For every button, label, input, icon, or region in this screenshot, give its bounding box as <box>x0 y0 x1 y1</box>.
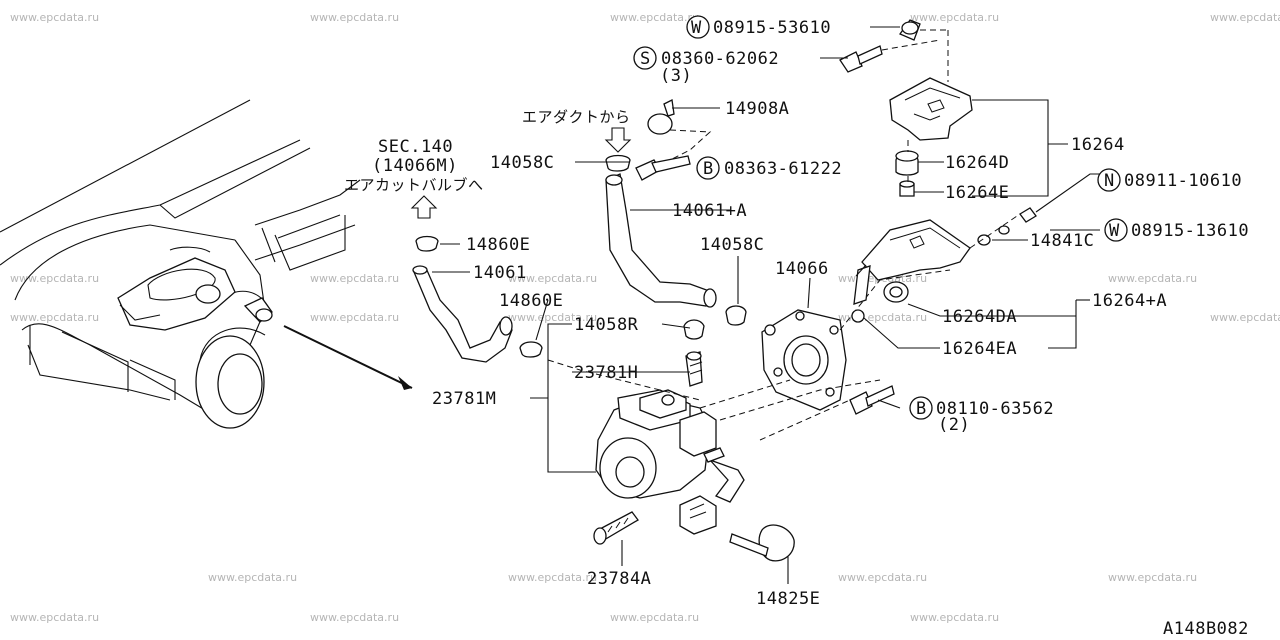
label-14061: 14061 <box>473 263 527 283</box>
symbol-b: B <box>703 159 714 179</box>
label-16264EA: 16264EA <box>942 339 1017 359</box>
label-to-air-cut-valve: エアカットバルブへ <box>344 176 484 194</box>
label-14860E-mid: 14860E <box>499 291 563 311</box>
symbol-n-circle <box>1097 168 1121 192</box>
label-14841C: 14841C <box>1030 231 1094 251</box>
watermark: www.epcdata.ru <box>1108 571 1197 584</box>
label-23784A: 23784A <box>587 569 651 589</box>
symbol-circles: W S B N W B <box>633 15 1128 420</box>
symbol-n: N <box>1104 171 1115 191</box>
part-labels: 08915-53610 08360-62062 (3) 14908A エアダクト… <box>344 18 1249 639</box>
watermark: www.epcdata.ru <box>910 611 999 624</box>
bracket-upper <box>820 19 973 197</box>
label-23781M: 23781M <box>432 389 496 409</box>
symbol-b: B <box>916 399 927 419</box>
label-08363-61222: 08363-61222 <box>724 159 842 179</box>
watermark: www.epcdata.ru <box>1210 11 1280 24</box>
watermark: www.epcdata.ru <box>208 571 297 584</box>
label-16264D: 16264D <box>945 153 1009 173</box>
watermark: www.epcdata.ru <box>610 11 699 24</box>
symbol-w: W <box>1109 221 1120 241</box>
label-14908A: 14908A <box>725 99 789 119</box>
watermark: www.epcdata.ru <box>10 311 99 324</box>
label-16264E: 16264E <box>945 183 1009 203</box>
watermark: www.epcdata.ru <box>1210 311 1280 324</box>
label-14860E-top: 14860E <box>466 235 530 255</box>
watermark: www.epcdata.ru <box>10 272 99 285</box>
label-14061A: 14061+A <box>672 201 747 221</box>
label-14058C-top: 14058C <box>490 153 554 173</box>
watermark: www.epcdata.ru <box>10 11 99 24</box>
watermark: www.epcdata.ru <box>838 311 927 324</box>
valve-assembly <box>547 269 951 562</box>
vehicle-outline <box>0 99 413 429</box>
hose-center <box>575 99 747 340</box>
watermark: www.epcdata.ru <box>838 571 927 584</box>
watermark: www.epcdata.ru <box>10 611 99 624</box>
label-08360-qty: (3) <box>660 66 692 86</box>
label-23781H: 23781H <box>574 363 638 383</box>
label-sec-140: SEC.140 <box>378 137 453 157</box>
label-16264A: 16264+A <box>1092 291 1167 311</box>
label-08911-10610: 08911-10610 <box>1124 171 1242 191</box>
leader-lines <box>530 99 1100 584</box>
label-14058C-mid: 14058C <box>700 235 764 255</box>
watermark: www.epcdata.ru <box>610 611 699 624</box>
symbol-b-circle <box>696 156 720 180</box>
symbol-b-circle <box>909 396 933 420</box>
diagram-code: A148B082 <box>1163 619 1249 639</box>
symbol-s-circle <box>633 46 657 70</box>
watermark: www.epcdata.ru <box>310 611 399 624</box>
watermark: www.epcdata.ru <box>310 311 399 324</box>
watermark: www.epcdata.ru <box>910 11 999 24</box>
label-14825E: 14825E <box>756 589 820 609</box>
symbol-w: W <box>691 18 702 38</box>
label-08360-62062: 08360-62062 <box>661 49 779 69</box>
label-08110-qty: (2) <box>938 415 970 435</box>
hoses-left <box>410 195 549 363</box>
watermark: www.epcdata.ru <box>508 571 597 584</box>
symbol-w-circle <box>1104 218 1128 242</box>
label-08915-53610: 08915-53610 <box>713 18 831 38</box>
label-from-air-duct: エアダクトから <box>522 108 631 126</box>
label-14058R: 14058R <box>574 315 639 335</box>
symbol-s: S <box>640 49 651 69</box>
watermark: www.epcdata.ru <box>508 272 597 285</box>
label-16264DA: 16264DA <box>942 307 1017 327</box>
label-14066: 14066 <box>775 259 829 279</box>
label-16264: 16264 <box>1071 135 1125 155</box>
watermark: www.epcdata.ru <box>508 311 597 324</box>
symbol-w-circle <box>686 15 710 39</box>
label-08110-63562: 08110-63562 <box>936 399 1054 419</box>
bracket-lower <box>851 207 1037 323</box>
label-sec-14066M: (14066M) <box>372 156 458 176</box>
watermark: www.epcdata.ru <box>310 11 399 24</box>
watermark: www.epcdata.ru <box>1108 272 1197 285</box>
watermark: www.epcdata.ru <box>310 272 399 285</box>
label-08915-13610: 08915-13610 <box>1131 221 1249 241</box>
